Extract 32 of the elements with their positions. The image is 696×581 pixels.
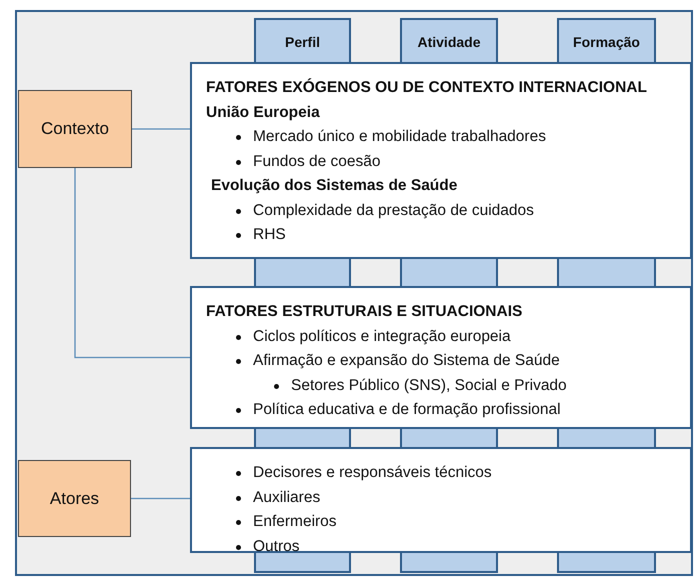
category-box — [18, 90, 132, 168]
content-box — [190, 286, 692, 429]
box-heading: FATORES EXÓGENOS OU DE CONTEXTO INTERNACIONAL — [206, 77, 648, 98]
section-heading: Evolução dos Sistemas de Saúde — [210, 176, 458, 196]
bullet-item: Ciclos políticos e integração europeia — [206, 324, 680, 349]
category-box — [18, 460, 131, 537]
column-title: Perfil — [284, 34, 321, 50]
column-header — [254, 18, 351, 64]
connector-line — [132, 128, 190, 130]
bullet-item: Política educativa e de formação profissional — [206, 398, 680, 422]
bullet-item: Complexidade da prestação de cuidados — [206, 198, 680, 223]
content-box — [190, 447, 692, 553]
column-header — [557, 18, 656, 64]
content-box — [190, 62, 692, 259]
bullet-item: Mercado único e mobilidade trabalhadores — [206, 125, 680, 150]
column-header — [400, 18, 498, 64]
category-label: Contexto — [40, 119, 110, 139]
column-title: Formação — [572, 34, 641, 50]
bullet-item: Auxiliares — [206, 486, 680, 510]
connector-line — [74, 168, 190, 358]
bullet-item: Outros — [206, 534, 680, 559]
box-heading: FATORES ESTRUTURAIS E SITUACIONAIS — [206, 302, 524, 322]
column-title: Atividade — [416, 34, 482, 50]
section-heading: União Europeia — [206, 102, 321, 122]
bullet-item: Decisores e responsáveis técnicos — [206, 461, 680, 486]
bullet-item: Afirmação e expansão do Sistema de Saúde — [206, 349, 680, 374]
bullet-item: Fundos de coesão — [206, 150, 680, 174]
bullet-item: RHS — [206, 223, 680, 248]
connector-line — [131, 498, 190, 500]
category-label: Atores — [50, 488, 100, 508]
bullet-item: Enfermeiros — [206, 510, 680, 534]
sub-bullet-item: Setores Público (SNS), Social e Privado — [206, 374, 680, 398]
